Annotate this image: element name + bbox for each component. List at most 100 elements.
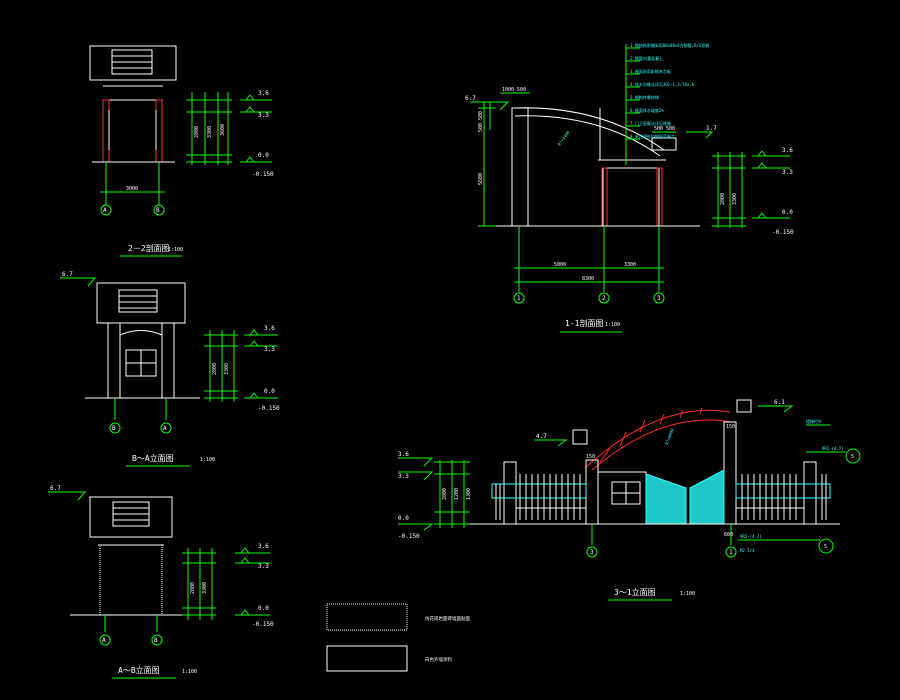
axis-label-a: A: [103, 207, 107, 214]
legend-label-stone: 仿花岗岩面砖墙面贴面: [425, 615, 470, 622]
level-text: 3.6: [258, 543, 269, 550]
note-line: 2.钢管内灌混凝土: [630, 55, 663, 61]
note-line: 8.未注明处均按规范施工: [630, 133, 675, 139]
detail-callout-circle: [818, 538, 834, 554]
arched-roof-inner: [514, 115, 661, 157]
canopy-roof-box: [89, 496, 173, 538]
note-line: 4.排水沟做法详见J01-1,3/10a,b: [630, 81, 695, 87]
arch-struts: [599, 407, 703, 463]
view-elevation-a-b: 6.7 A B 2800 3300 3.6 3.3 0.0 -0.150 A～B…: [48, 485, 274, 679]
dim-text: 3600: [220, 124, 226, 136]
callout-label: M2-1/4: [740, 548, 755, 553]
view-elevation-b-a: 6.7 B A 2800 3300 3.6 3.3 0.0 -0.150 B～A…: [60, 271, 280, 467]
fence-panel-left: [491, 483, 587, 499]
legend: 仿花岗岩面砖墙面贴面 白色外墙涂料: [326, 603, 470, 672]
level-text: -0.150: [398, 533, 420, 540]
axis-label-3: 3: [657, 295, 661, 302]
dim-text: 3300: [202, 582, 208, 594]
view-scale: 1:100: [182, 669, 197, 675]
note-line: 5.钢构件需除锈: [630, 94, 659, 100]
dim-text: 2800: [194, 126, 200, 138]
level-text: 6.7: [465, 95, 476, 102]
axis-bubble-a: [100, 204, 112, 216]
dim-text: 2800: [442, 488, 448, 500]
detail-callout-number: 5: [824, 544, 827, 550]
fence-panel-right: [735, 483, 831, 499]
view-scale: 1:100: [168, 247, 183, 253]
legend-label-paint: 白色外墙涂料: [425, 656, 452, 663]
detail-callout-number: 5: [851, 454, 854, 460]
axis-bubble-a: [99, 634, 111, 646]
fence-pillar: [803, 461, 817, 525]
note-line: 7.门卫室做法详见建施: [630, 120, 671, 126]
axis-bubble-a: [160, 422, 172, 434]
view-section-2-2: 3000 A B 2800 3300 3600 3.6 3.3 0.0 -0.1…: [89, 45, 274, 257]
dim-text: 500 500: [654, 126, 675, 132]
dim-text: 150: [586, 454, 595, 460]
dim-text: 8300: [582, 276, 594, 282]
column-b: [155, 99, 163, 163]
dim-text: 2800: [720, 193, 726, 205]
level-text: 3.6: [264, 325, 275, 332]
level-text: 6.1: [774, 399, 785, 406]
level-text: 0.0: [258, 605, 269, 612]
dim-text: 3300: [224, 363, 230, 375]
axis-label-1: 1: [517, 295, 521, 302]
legend-swatch-paint: [326, 645, 408, 672]
level-text: 0.0: [398, 515, 409, 522]
fence-pillar: [503, 461, 517, 525]
gate-pillar-right: [723, 421, 737, 525]
callout-label: 9R2-(4.2): [822, 446, 844, 451]
axis-bubble-1: [513, 292, 525, 304]
guardhouse-facade: [597, 471, 647, 525]
radius-annotation: R7=3400: [557, 129, 571, 146]
gate-pillar-left: [511, 107, 529, 227]
axis-bubble-3: [586, 546, 598, 558]
level-text: 3.3: [258, 112, 269, 119]
detail-callout-circle: [845, 448, 861, 464]
dim-text: 3300: [207, 126, 213, 138]
view-title: A～B立面图: [118, 665, 160, 675]
axis-bubble-b: [109, 422, 121, 434]
view-title: 1-1剖面图: [565, 318, 603, 328]
canopy-louver: [118, 289, 158, 313]
pillar-cap-detail: [572, 429, 588, 445]
pillar-cap-detail: [736, 399, 752, 413]
view-scale: 1:100: [605, 322, 620, 328]
fence-pickets-right: [741, 474, 827, 520]
radius-annotation: R7=8000: [664, 427, 675, 445]
roof-end-cap: [651, 137, 677, 151]
note-line: 3.屋面采用彩钢夹芯板: [630, 68, 671, 74]
dim-text: 2800: [212, 363, 218, 375]
callout-label: 楼梯栏杆: [806, 418, 822, 424]
view-scale: 1:100: [680, 591, 695, 597]
level-text: -0.150: [252, 171, 274, 178]
gate-leaf-right: [689, 469, 725, 525]
arched-roof-outer: [514, 107, 665, 151]
axis-bubble-b: [151, 634, 163, 646]
level-text: 3.6: [782, 147, 793, 154]
axis-bubble-2: [598, 292, 610, 304]
axis-label-a: A: [102, 637, 106, 644]
view-title: 2－2剖面图: [128, 243, 170, 253]
view-title: B～A立面图: [132, 453, 174, 463]
axis-label-a: A: [163, 425, 167, 432]
dim-text: 5600: [478, 173, 484, 185]
arch-beam-outer: [584, 409, 731, 469]
notes-list: 1.钢结构雨棚采用80x80x4方钢管,B/G涂刷 2.钢管内灌混凝土 3.屋面…: [626, 42, 709, 140]
note-line: 6.屋面排水坡度2%: [630, 107, 664, 113]
column-a: [102, 99, 110, 163]
axis-label-1: 1: [729, 549, 733, 556]
view-scale: 1:100: [200, 457, 215, 463]
dim-text: 1000 500: [502, 87, 526, 93]
level-text: 3.3: [398, 473, 409, 480]
level-text: 3.3: [258, 563, 269, 570]
axis-label-2: 2: [602, 295, 606, 302]
canopy-roof-box: [89, 45, 177, 81]
level-text: 6.7: [62, 271, 73, 278]
dim-text: 500 500: [478, 111, 484, 132]
level-text: -0.150: [252, 621, 274, 628]
dim-text: 1200: [454, 488, 460, 500]
level-text: 0.0: [782, 209, 793, 216]
